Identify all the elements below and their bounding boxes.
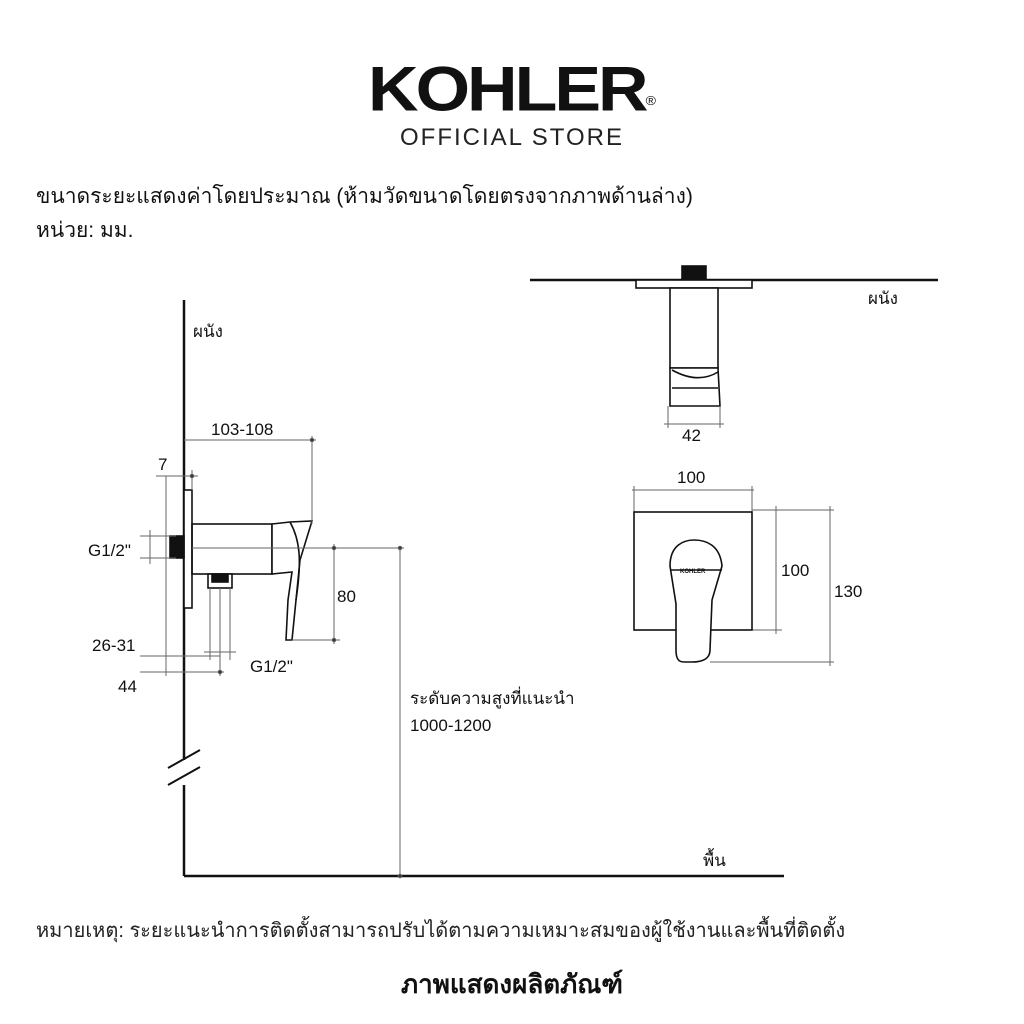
front-handle-brand: KOHLER (680, 569, 706, 575)
front-dimensions (632, 486, 834, 666)
inlet-connector (169, 535, 185, 559)
dim-total-height: 130 (834, 582, 862, 601)
dim-dot (217, 669, 223, 675)
dim-plate-height: 100 (781, 561, 809, 580)
top-body (669, 287, 719, 369)
product-caption: ภาพแสดงผลิตภัณฑ์ (401, 969, 623, 999)
dim-handle-width: 42 (682, 426, 701, 445)
dim-plate-width: 100 (677, 468, 705, 487)
registered-mark: ® (645, 93, 656, 108)
outlet-connector (211, 573, 229, 583)
floor-label: พื้น (703, 848, 726, 870)
top-cover-plate (635, 279, 753, 289)
dim-dot (331, 545, 337, 551)
recommended-height-value: 1000-1200 (410, 716, 491, 735)
dim-inlet-offset: 26-31 (92, 636, 135, 655)
unit-note: หน่วย: มม. (36, 219, 134, 242)
top-handle (669, 367, 721, 407)
valve-body-side (191, 523, 273, 575)
wall-break-mark-1 (167, 749, 201, 769)
outlet-thread-label: G1/2" (250, 657, 293, 676)
wall-break-mark-2 (167, 766, 201, 786)
side-dimensions (140, 436, 404, 879)
top-wall-label: ผนัง (868, 289, 898, 308)
dim-dot (397, 873, 403, 879)
side-wall-label: ผนัง (193, 322, 223, 341)
logo-wordmark: KOHLER (368, 53, 649, 124)
kohler-logo: KOHLER® (0, 53, 1024, 137)
handle-side-contour (289, 521, 301, 601)
dim-plate-offset: 7 (158, 455, 167, 474)
front-view (633, 511, 753, 663)
cover-plate-side (183, 489, 193, 609)
top-dimensions (664, 406, 724, 428)
recommended-height-label: ระดับความสูงที่แนะนำ (410, 686, 575, 709)
inlet-thread-label: G1/2" (88, 541, 131, 560)
store-subtitle: OFFICIAL STORE (399, 124, 625, 151)
handle-side (271, 520, 314, 641)
top-handle-curve (671, 369, 719, 379)
dim-dot (331, 637, 337, 643)
valve-side-body (169, 489, 314, 641)
top-view (530, 265, 938, 407)
dim-dot (189, 473, 195, 479)
dim-height-80: 80 (337, 587, 356, 606)
dim-projection: 103-108 (211, 420, 273, 439)
installation-remark: หมายเหตุ: ระยะแนะนำการติดตั้งสามารถปรับไ… (36, 920, 846, 942)
dim-outlet-offset: 44 (118, 677, 137, 696)
dim-dot (309, 437, 315, 443)
approx-dimension-note: ขนาดระยะแสดงค่าโดยประมาณ (ห้ามวัดขนาดโดย… (36, 185, 693, 208)
top-connector (681, 265, 707, 281)
